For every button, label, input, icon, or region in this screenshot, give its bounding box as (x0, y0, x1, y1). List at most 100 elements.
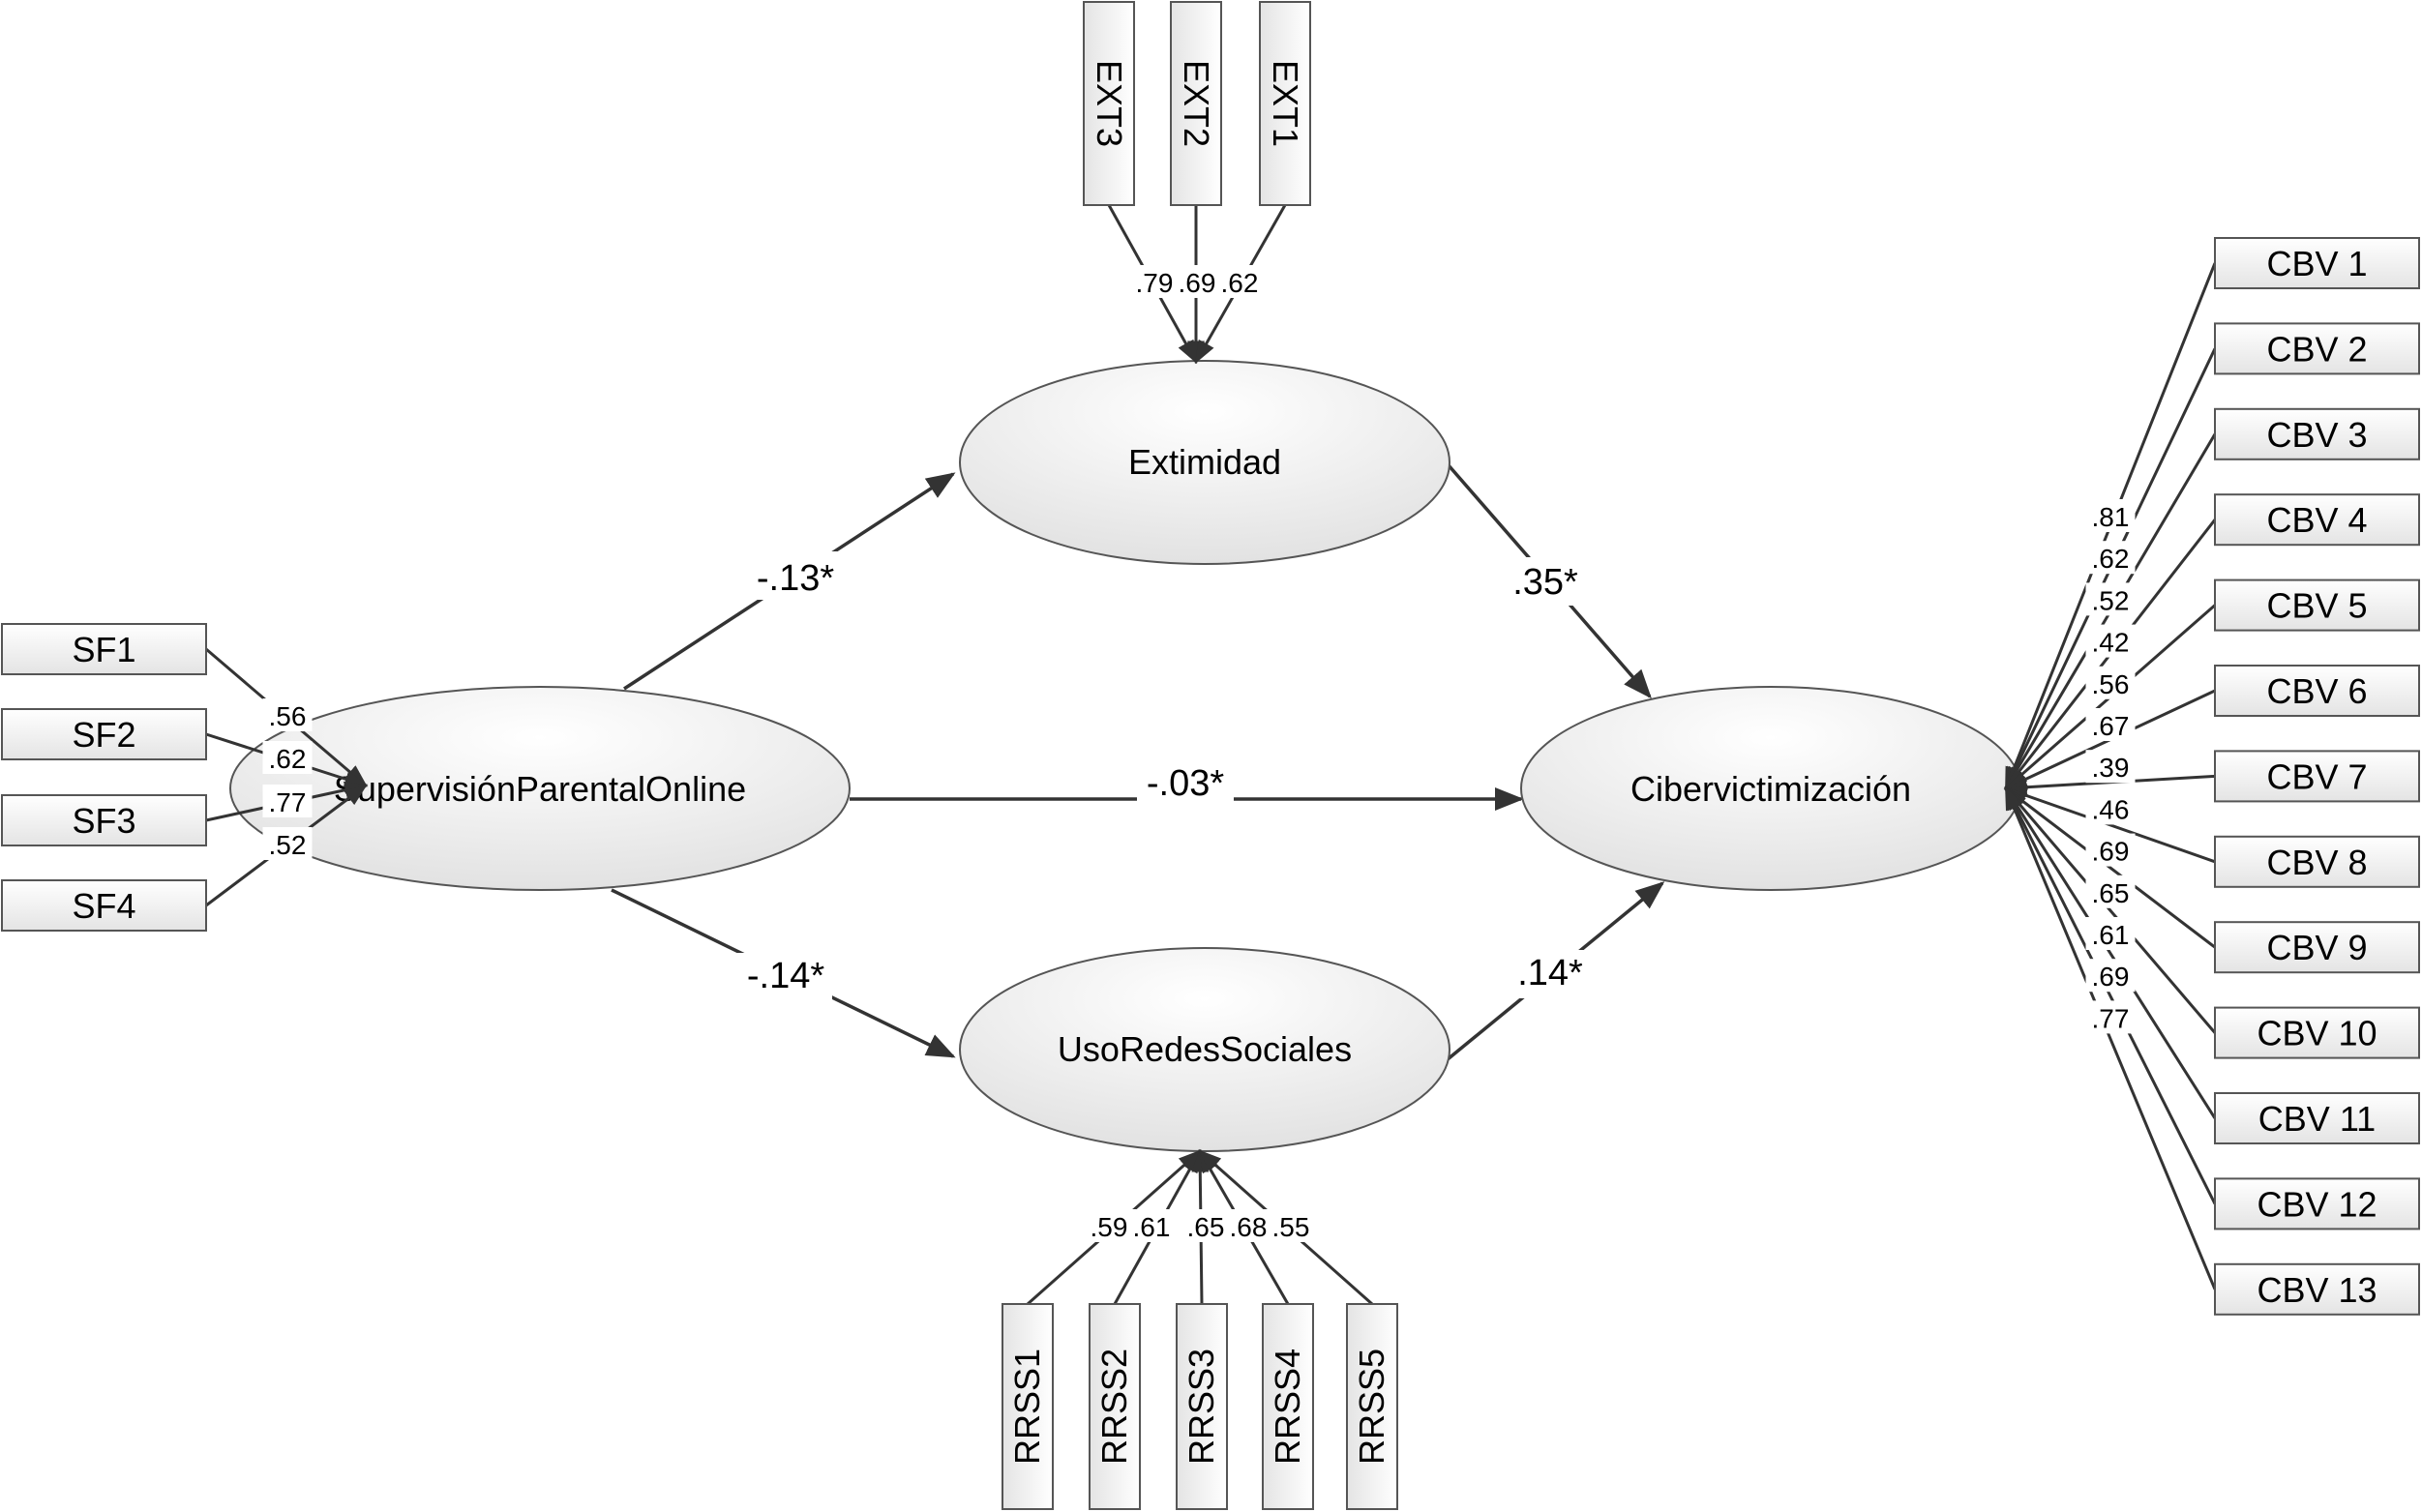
sf-loading-label: .77 (269, 787, 307, 817)
ext-indicator-box (1170, 1, 1222, 206)
latent-label-spo: SupervisiónParentalOnline (334, 769, 746, 809)
cbv-indicator-box (2214, 835, 2420, 888)
sf-indicator-box (1, 623, 207, 675)
cbv-loading-label: .42 (2092, 628, 2130, 658)
path-label-urs-cbv: .14* (1517, 953, 1583, 993)
cbv-loading-label-bg (2085, 582, 2136, 616)
cbv-loading-label: .77 (2092, 1003, 2130, 1033)
latent-label-ext: Extimidad (1128, 442, 1281, 482)
rrss-loading-label-bg (1266, 1209, 1316, 1242)
cbv-indicator-box (2214, 1177, 2420, 1230)
cbv-loading-label-bg (2085, 833, 2136, 867)
rrss-loading-label: .55 (1272, 1212, 1310, 1242)
rrss-indicator-box-label: RRSS3 (1181, 1349, 1221, 1465)
cbv-loading-arrow (2004, 786, 2217, 1205)
cbv-indicator-box (2214, 665, 2420, 717)
sf-indicator-box-label: SF3 (72, 801, 135, 841)
rrss-loading-label-bg (1084, 1209, 1134, 1242)
rrss-indicator-box-label: RRSS4 (1268, 1349, 1307, 1465)
cbv-indicator-box (2214, 1262, 2420, 1316)
cbv-indicator-box-label: CBV 6 (2266, 671, 2367, 711)
cbv-loading-label-bg (2085, 541, 2136, 575)
cbv-loading-arrow (2004, 786, 2217, 1119)
rrss-indicator-box (1262, 1303, 1314, 1510)
latent-label-urs: UsoRedesSociales (1058, 1029, 1352, 1069)
cbv-loading-arrow (2004, 786, 2217, 1290)
cbv-loading-label-bg (2085, 1000, 2136, 1034)
sf-loading-label-bg (262, 698, 313, 731)
ext-indicator-box-label: EXT3 (1090, 60, 1129, 147)
cbv-loading-label-bg (2085, 666, 2136, 699)
cbv-loading-label: .46 (2092, 794, 2130, 824)
rrss-indicator-box-label: RRSS2 (1094, 1349, 1134, 1465)
rrss-indicator-box-label: RRSS1 (1007, 1349, 1047, 1465)
path-label-spo-urs: -.14* (747, 956, 824, 996)
rrss-loading-label: .59 (1091, 1212, 1128, 1242)
cbv-indicator-box-label: CBV 7 (2266, 756, 2367, 796)
rrss-indicator-box (1176, 1303, 1228, 1510)
cbv-loading-arrow (2004, 786, 2216, 949)
cbv-indicator-box (2214, 322, 2420, 375)
rrss-loading-label: .68 (1230, 1212, 1268, 1242)
cbv-loading-label-bg (2085, 917, 2136, 950)
path-label-spo-cbv: -.03* (1147, 763, 1224, 804)
sf-loading-label-bg (262, 827, 313, 860)
cbv-indicator-box-label: CBV 9 (2266, 928, 2367, 967)
cbv-indicator-box-label: CBV 8 (2266, 843, 2367, 882)
cbv-indicator-box (2214, 493, 2420, 547)
sf-indicator-box-label: SF4 (72, 886, 135, 926)
cbv-indicator-box-label: CBV 2 (2266, 329, 2367, 369)
cbv-loading-label: .61 (2092, 920, 2130, 950)
sf-loading-label: .62 (269, 744, 307, 774)
cbv-loading-label: .56 (2092, 669, 2130, 699)
cbv-loading-label-bg (2085, 750, 2136, 784)
cbv-indicator-box-label: CBV 13 (2257, 1270, 2377, 1310)
rrss-loading-label-bg (1181, 1209, 1231, 1242)
sf-indicator-box (1, 794, 207, 846)
sf-indicator-box-label: SF1 (72, 630, 135, 669)
rrss-loading-label-bg (1126, 1209, 1177, 1242)
sf-loading-label-bg (262, 741, 313, 774)
path-label-ext-cbv: .35* (1512, 562, 1578, 603)
cbv-loading-label: .69 (2092, 837, 2130, 867)
sf-indicator-box (1, 879, 207, 932)
rrss-indicator-box-label: RRSS5 (1352, 1349, 1391, 1465)
cbv-indicator-box (2214, 578, 2420, 632)
latent-labels: SupervisiónParentalOnline Extimidad UsoR… (334, 442, 1911, 1069)
sf-indicator-box-label: SF2 (72, 715, 135, 755)
ext-indicator-box (1259, 1, 1311, 206)
cbv-loading-arrow (2004, 786, 2217, 1034)
latent-supervision-parental-online (229, 686, 851, 891)
latent-label-cbv: Cibervictimización (1630, 769, 1911, 809)
sf-loading-label: .52 (269, 830, 307, 860)
cbv-loading-label-bg (2085, 959, 2136, 993)
cbv-indicator-box-label: CBV 12 (2257, 1184, 2377, 1224)
ext-loading-label: .69 (1179, 268, 1216, 298)
sf-indicator-box (1, 708, 207, 760)
ext-loading-label-bg (1172, 265, 1222, 298)
rrss-indicator-box (1346, 1303, 1398, 1510)
cbv-indicator-box (2214, 1006, 2420, 1059)
sf-loading-label: .56 (269, 701, 307, 731)
cbv-loading-label: .65 (2092, 878, 2130, 908)
latent-variables (229, 360, 2021, 1152)
ext-indicator-box (1083, 1, 1135, 206)
cbv-loading-label: .52 (2092, 585, 2130, 615)
cbv-loading-label-bg (2085, 624, 2136, 658)
rrss-loading-label-bg (1223, 1209, 1273, 1242)
ext-loading-label-bg (1214, 265, 1265, 298)
rrss-loading-label: .61 (1133, 1212, 1171, 1242)
cbv-indicator-box (2214, 750, 2420, 803)
rrss-loading-label: .65 (1187, 1212, 1225, 1242)
cbv-loading-label: .39 (2092, 753, 2130, 783)
rrss-indicator-box (1089, 1303, 1141, 1510)
cbv-loading-label-bg (2085, 875, 2136, 908)
cbv-indicator-box-label: CBV 4 (2266, 500, 2367, 540)
ext-loading-label-bg (1129, 265, 1180, 298)
path-label-spo-ext: -.13* (757, 558, 834, 599)
